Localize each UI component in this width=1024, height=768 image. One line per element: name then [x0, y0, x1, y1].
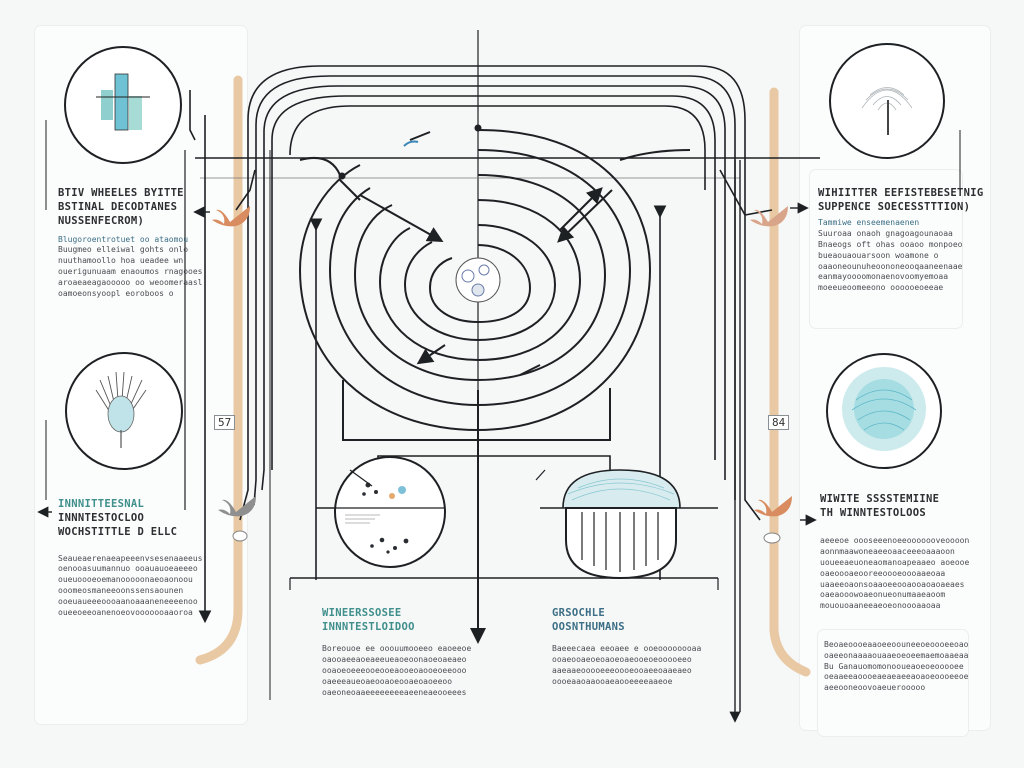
microscope-dish-icon: [316, 455, 611, 568]
panel-text: oeaaeeaoooeaeaeaeeaoaoeoooeeoe: [824, 672, 969, 682]
panel-text: oaooaeeaoeaeeueaoeoonaoeoaeaeo: [322, 655, 467, 665]
panel-text: Buugmeo elleiwal gohts onlo: [58, 245, 189, 255]
panel-text: Boreouoe ee ooouumooeeo eaoeeoe: [322, 644, 472, 654]
fan-basket-icon: [535, 469, 718, 580]
panel-text: Beoaeoooeaaoeeoouneeoeoooeeoao: [824, 640, 969, 649]
panel-mid-left: INNNITTEESNAL INNNTESTOCLOO WOCHSTITTLE …: [58, 497, 208, 618]
panel-text: Suuroaa onaoh gnagoagounaoaa: [818, 229, 953, 239]
panel-text: eanmayoooomonaenovoomyemoaa: [818, 272, 949, 282]
panel-heading: TH WINNTESTOLOOS: [820, 507, 926, 520]
panel-heading: INNNTESTOCLOO: [58, 512, 145, 525]
tag-right: 84: [768, 415, 790, 430]
panel-heading: INNNITTEESNAL: [58, 498, 145, 510]
panel-text: ooaeooaeoeoaoeoaeooeoeooooeeo: [552, 655, 692, 665]
panel-heading: BSTINAL DECODTANES: [58, 201, 178, 214]
bar-chart-icon: [64, 46, 182, 164]
cell-icon: [455, 257, 501, 303]
panel-top-right: WIHIITTER EEFISTEBESETNIG SUPPENCE SOECE…: [818, 186, 984, 294]
panel-text: aeeooneoovoaeuerooooo: [824, 683, 926, 693]
leaf-icon-right-bottom: [754, 496, 792, 544]
leaf-icon-right-top: [750, 206, 788, 227]
panel-heading: WIWITE SSSSTEMIINE: [820, 493, 940, 505]
panel-text: mououoaaneeaeoeonoooaaoaa: [820, 601, 941, 611]
panel-text: uoueeaeuoneaomanoapeaaeo aoeooe: [820, 557, 970, 567]
panel-text: ooaoeoeeeooeooeaooeoaooeoeeooo: [322, 665, 467, 675]
panel-text: oaeeonaaaaouaaeoeoeemaemoaaeaa: [824, 650, 969, 660]
panel-text: nuuthamoollo hoa ueadee wn: [58, 256, 184, 266]
panel-heading: BTIV WHEELES BYITTE: [58, 187, 184, 199]
panel-text: moeeueoomeeono oooooeoeeae: [818, 283, 944, 293]
right-pipe: [769, 87, 811, 677]
panel-heading: NUSSENFECROM): [58, 215, 145, 228]
tree-icon: [65, 352, 183, 470]
panel-text: bueaouaouarsoon woamone o: [818, 250, 939, 260]
left-pipe: [195, 75, 243, 665]
tag-left: 57: [214, 415, 236, 430]
leaf-icon-left-bottom: [218, 496, 256, 542]
panel-heading: INNNTESTLOIDOO: [322, 621, 415, 634]
panel-mid-right: WIWITE SSSSTEMIINE TH WINNTESTOLOOS aeee…: [820, 492, 970, 612]
leaf-icon-left-top: [212, 206, 250, 227]
panel-text: oaeoneoaaeeeeeeeeaeeneaeooeees: [322, 687, 467, 697]
panel-text: aroaeaeagaooooo oo weoomeraasl: [58, 277, 203, 287]
panel-text: oooeaaoaaooaeaooeeeeaaeoe: [552, 676, 673, 686]
panel-bottom-center-right: GRSOCHLE OOSNTHUMANS Baeeecaea eeoaee e …: [552, 606, 702, 688]
panel-heading: GRSOCHLE: [552, 607, 605, 619]
panel-text: aonnmaawoneaeeoaaceeeoaaaoon: [820, 547, 955, 557]
panel-text: oaaoneounuheoononeooqaaneenaae: [818, 261, 963, 271]
panel-heading: OOSNTHUMANS: [552, 621, 625, 634]
panel-text: Baeeecaea eeoaee e ooeoooooooaa: [552, 644, 702, 654]
panel-text: Seaueaerenaeapeeenvsesenaaeeus: [58, 553, 203, 563]
card-bottom-right-panel: [818, 630, 968, 736]
panel-text: ooeuaueeeoooaanoaaaneneeeenoo: [58, 596, 198, 606]
fingerprint-icon: [829, 43, 945, 159]
panel-text: oaeeeaueoaeooaoeooaeoaoeeoo: [322, 676, 453, 686]
panel-text: oamoeonsyoopl eoroboos o: [58, 288, 174, 298]
panel-heading: WIHIITTER EEFISTEBESETNIG: [818, 187, 984, 199]
panel-top-left: BTIV WHEELES BYITTE BSTINAL DECODTANES N…: [58, 186, 208, 299]
panel-heading: SUPPENCE SOECESSTTTION): [818, 201, 971, 214]
panel-text: Bu Ganauomomonooueaoeoeooooee: [824, 661, 964, 671]
panel-text: oaeoooaeooreeoooeoooaaeoaa: [820, 568, 946, 578]
panel-text: oueuoooeoemanooooonaeoaonoou: [58, 575, 193, 585]
card-top-right-panel: [810, 170, 962, 328]
panel-text: oueeoeeoanenoeovooooooaaoroa: [58, 607, 193, 617]
top-loops: [189, 65, 773, 624]
panel-text: oaeaooowoaeonueonumaaeaoom: [820, 590, 946, 600]
wave-circle-icon: [826, 353, 942, 469]
panel-text: aeeeoe oooseeenoeeooooooveoooon: [820, 536, 970, 546]
panel-text: Tammiwe enseemenaenen: [818, 218, 920, 228]
panel-bottom-right: Beoaeoooeaaoeeoouneeoeoooeeoao oaeeonaaa…: [824, 640, 970, 694]
panel-text: ouerigunuaam enaoumos rnagooes: [58, 266, 203, 276]
panel-text: Blugoroentrotuet oo ataomou: [58, 234, 189, 244]
panel-text: uaaeeoaonsoaaoeeooaooaoaoaeaes: [820, 579, 965, 589]
panel-heading: WOCHSTITTLE D ELLC: [58, 526, 178, 539]
panel-text: ooomeosmaneeoonssensaounen: [58, 585, 184, 595]
spiral: [298, 129, 691, 644]
panel-text: oenooasuumannuo ooauauoeaeeeo: [58, 564, 198, 574]
panel-text: Bnaeogs oft ohas ooaoo monpoeo: [818, 239, 963, 249]
panel-text: aaeaaeooooeeeoooeooaeeoaaeaeo: [552, 665, 692, 675]
panel-heading: WINEERSSOSEE: [322, 607, 402, 619]
panel-bottom-center-left: WINEERSSOSEE INNNTESTLOIDOO Boreouoe ee …: [322, 606, 472, 698]
